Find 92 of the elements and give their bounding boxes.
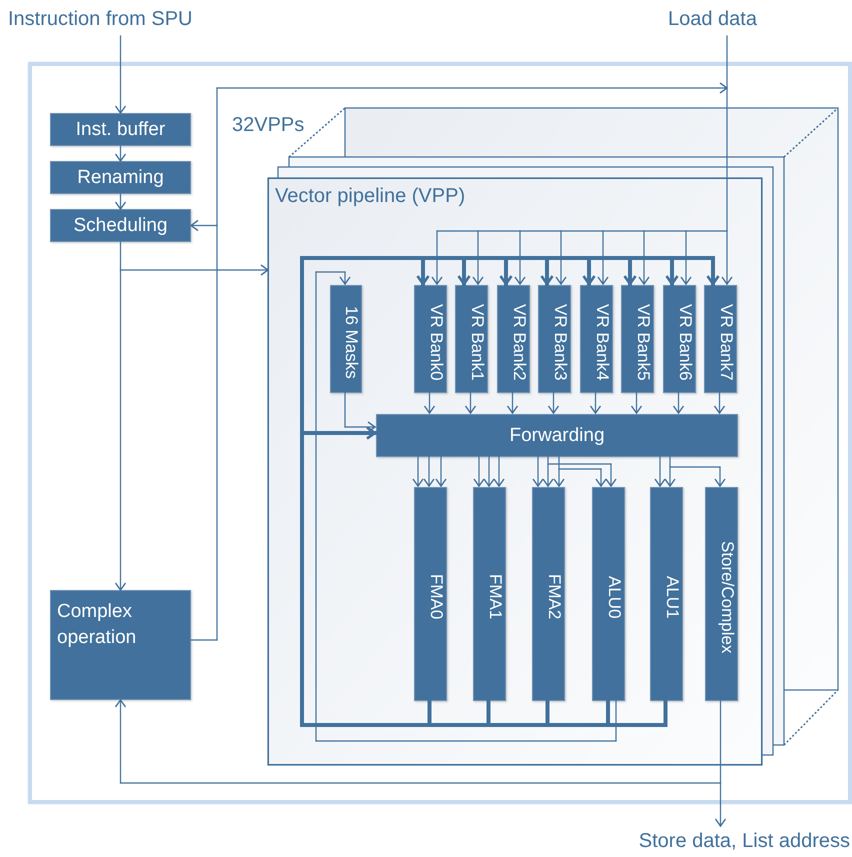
process-box: Inst. buffer bbox=[50, 113, 191, 146]
connector-arrow bbox=[435, 455, 447, 487]
register-bank-box: VR Bank6 bbox=[663, 285, 696, 393]
connector-line bbox=[547, 463, 612, 465]
connector-arrow bbox=[114, 699, 126, 784]
register-bank-box: VR Bank2 bbox=[497, 285, 530, 393]
execution-unit-box: FMA0 bbox=[414, 487, 447, 701]
connector-arrow bbox=[597, 230, 609, 285]
execution-unit-box: ALU0 bbox=[592, 487, 625, 701]
connector-line bbox=[315, 740, 617, 742]
connector-arrow bbox=[605, 463, 617, 487]
connector-line bbox=[477, 230, 521, 232]
connector-line bbox=[120, 241, 122, 271]
connector-arrow bbox=[339, 271, 351, 285]
connector-arrow bbox=[672, 391, 684, 414]
connector-line bbox=[726, 35, 728, 89]
register-bank-box: VR Bank5 bbox=[621, 285, 654, 393]
connector-arrow bbox=[714, 391, 726, 414]
connector-line bbox=[669, 466, 721, 468]
connector-line bbox=[685, 230, 728, 232]
connector-arrow bbox=[114, 35, 126, 114]
io-label: Load data bbox=[668, 4, 778, 34]
execution-unit-box: ALU1 bbox=[650, 487, 683, 701]
connector-arrow bbox=[630, 391, 642, 414]
connector-arrow bbox=[216, 82, 728, 94]
connector-line bbox=[315, 271, 346, 273]
connector-arrow bbox=[555, 230, 567, 285]
connector-line bbox=[315, 271, 317, 742]
connector-line bbox=[558, 455, 560, 470]
connector-arrow bbox=[514, 230, 526, 285]
connector-arrow bbox=[506, 391, 518, 414]
process-box: Renaming bbox=[50, 161, 191, 194]
connector-arrow bbox=[680, 230, 692, 285]
connector-arrow bbox=[721, 230, 733, 285]
connector-arrow bbox=[542, 463, 554, 487]
register-bank-box: VR Bank7 bbox=[704, 285, 737, 393]
connector-line bbox=[519, 230, 562, 232]
connector-line bbox=[615, 699, 617, 742]
connector-arrow bbox=[590, 391, 602, 414]
connector-arrow bbox=[548, 391, 560, 414]
connector-line bbox=[643, 230, 687, 232]
connector-arrow bbox=[532, 455, 544, 487]
connector-arrow bbox=[714, 782, 726, 827]
connector-arrow bbox=[464, 391, 476, 414]
connector-arrow bbox=[114, 269, 126, 591]
note-label: 32VPPs bbox=[232, 114, 304, 137]
process-box: Complex operation bbox=[50, 590, 191, 700]
register-bank-box: VR Bank1 bbox=[455, 285, 488, 393]
connector-line bbox=[190, 639, 218, 641]
pipeline-box bbox=[268, 178, 762, 765]
execution-unit-box: FMA1 bbox=[473, 487, 506, 701]
io-label: Store data, List address bbox=[598, 826, 850, 856]
connector-line bbox=[216, 87, 218, 226]
register-bank-box: VR Bank3 bbox=[538, 285, 571, 393]
connector-arrow bbox=[472, 230, 484, 285]
execution-unit-box: FMA2 bbox=[532, 487, 565, 701]
connector-arrow bbox=[553, 468, 565, 487]
connector-arrow bbox=[714, 466, 726, 487]
process-box: Scheduling bbox=[50, 209, 191, 242]
connector-arrow bbox=[473, 455, 485, 487]
connector-line bbox=[602, 230, 645, 232]
connector-line bbox=[560, 230, 604, 232]
connector-arrow bbox=[654, 455, 666, 487]
connector-line bbox=[216, 224, 218, 641]
register-bank-box: VR Bank4 bbox=[580, 285, 613, 393]
connector-arrow bbox=[431, 230, 443, 285]
connector-arrow bbox=[423, 455, 435, 487]
connector-arrow bbox=[483, 455, 495, 487]
connector-arrow bbox=[114, 193, 126, 210]
connector-line bbox=[720, 699, 722, 784]
connector-line bbox=[436, 230, 479, 232]
connector-arrow bbox=[595, 468, 607, 487]
connector-line bbox=[669, 455, 671, 468]
connector-arrow bbox=[493, 455, 505, 487]
connector-line bbox=[120, 782, 722, 784]
connector-line bbox=[726, 87, 728, 232]
connector-arrow bbox=[412, 455, 424, 487]
connector-line bbox=[344, 391, 346, 428]
connector-arrow bbox=[114, 145, 126, 162]
mask-register-box: 16 Masks bbox=[330, 285, 362, 393]
process-box: Forwarding bbox=[376, 414, 738, 457]
connector-arrow bbox=[638, 230, 650, 285]
pipeline-title: Vector pipeline (VPP) bbox=[275, 185, 466, 208]
connector-arrow bbox=[664, 466, 676, 487]
connector-arrow bbox=[190, 220, 218, 232]
register-bank-box: VR Bank0 bbox=[414, 285, 447, 393]
connector-line bbox=[558, 468, 602, 470]
connector-arrow bbox=[424, 391, 436, 414]
connector-arrow bbox=[344, 421, 376, 433]
connector-arrow bbox=[120, 264, 269, 276]
io-label: Instruction from SPU bbox=[8, 4, 243, 34]
execution-unit-box: Store/Complex bbox=[705, 487, 738, 701]
